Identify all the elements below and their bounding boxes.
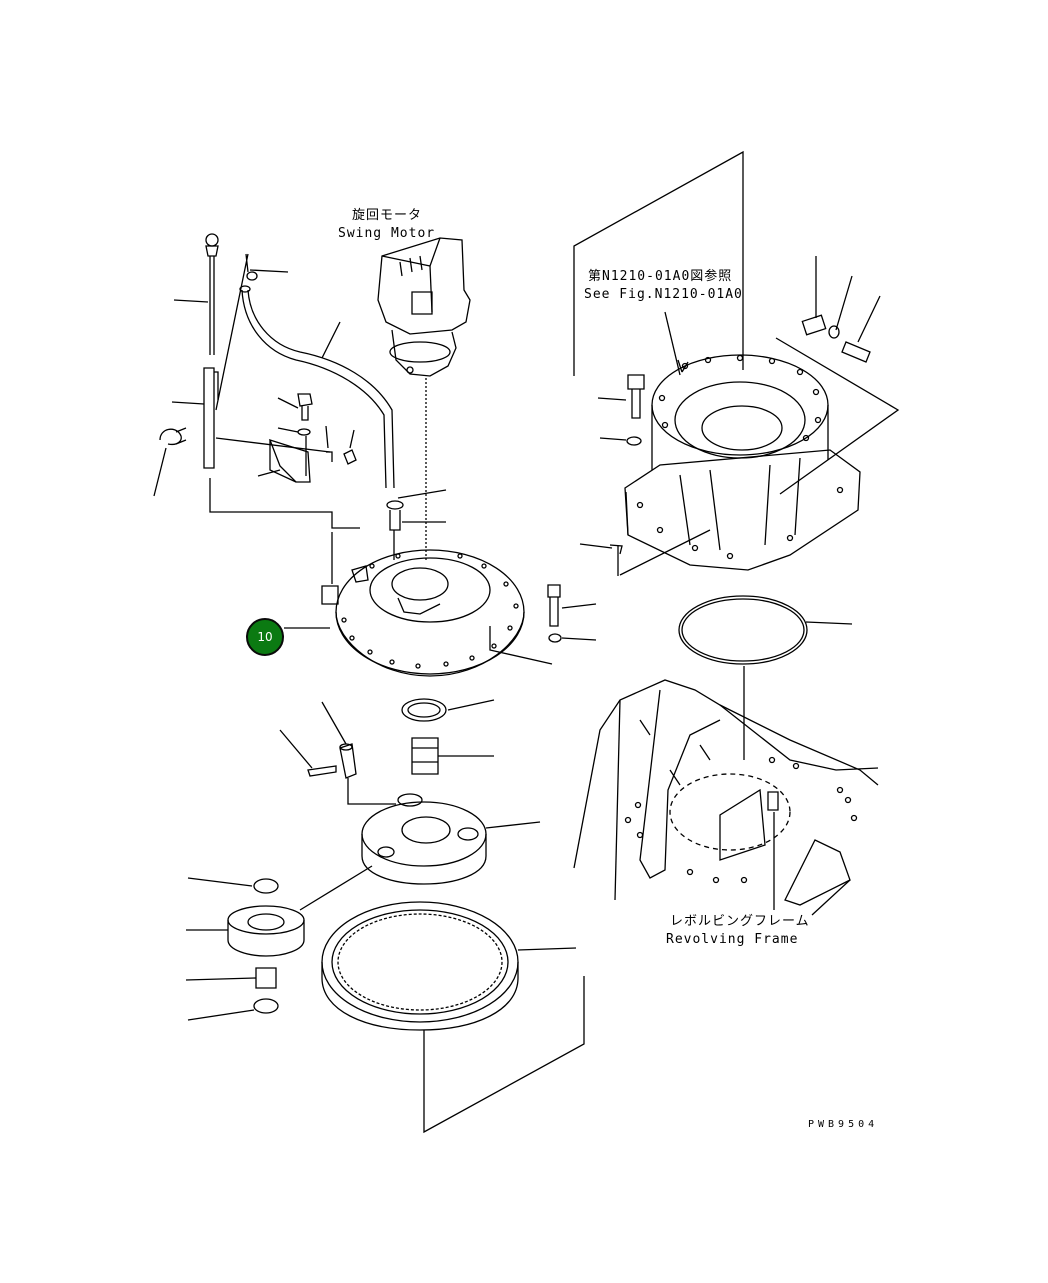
see-fig-label-en: See Fig.N1210-01A0 — [584, 287, 743, 302]
revolving-frame-part — [574, 680, 878, 915]
housing-leader-lines — [574, 152, 743, 576]
level-gauge-part — [154, 234, 360, 528]
seal-and-pinion-parts — [280, 699, 494, 804]
cover-bolt-part — [548, 585, 596, 642]
drawing-code: PWB9504 — [808, 1119, 879, 1130]
swing-motor-label-jp: 旋回モータ — [352, 208, 423, 223]
o-ring-part — [679, 596, 852, 760]
swing-motor-part — [378, 238, 470, 560]
swing-motor-label-en: Swing Motor — [338, 226, 436, 241]
revolving-frame-label-jp: レボルビングフレーム — [670, 914, 810, 929]
item-callout-10[interactable]: 10 — [246, 618, 284, 656]
planet-carrier-part — [362, 794, 540, 884]
revolving-frame-label-en: Revolving Frame — [666, 932, 799, 947]
fitting-parts — [776, 256, 898, 494]
housing-bolt-part — [580, 375, 644, 554]
drain-pipe-part — [240, 286, 446, 560]
see-fig-label-jp: 第N1210-01A0図参照 — [588, 269, 733, 284]
swing-cover-part — [284, 532, 552, 676]
planet-gear-parts — [186, 866, 372, 1020]
ring-gear-part — [322, 902, 584, 1132]
bracket-parts — [216, 394, 356, 482]
